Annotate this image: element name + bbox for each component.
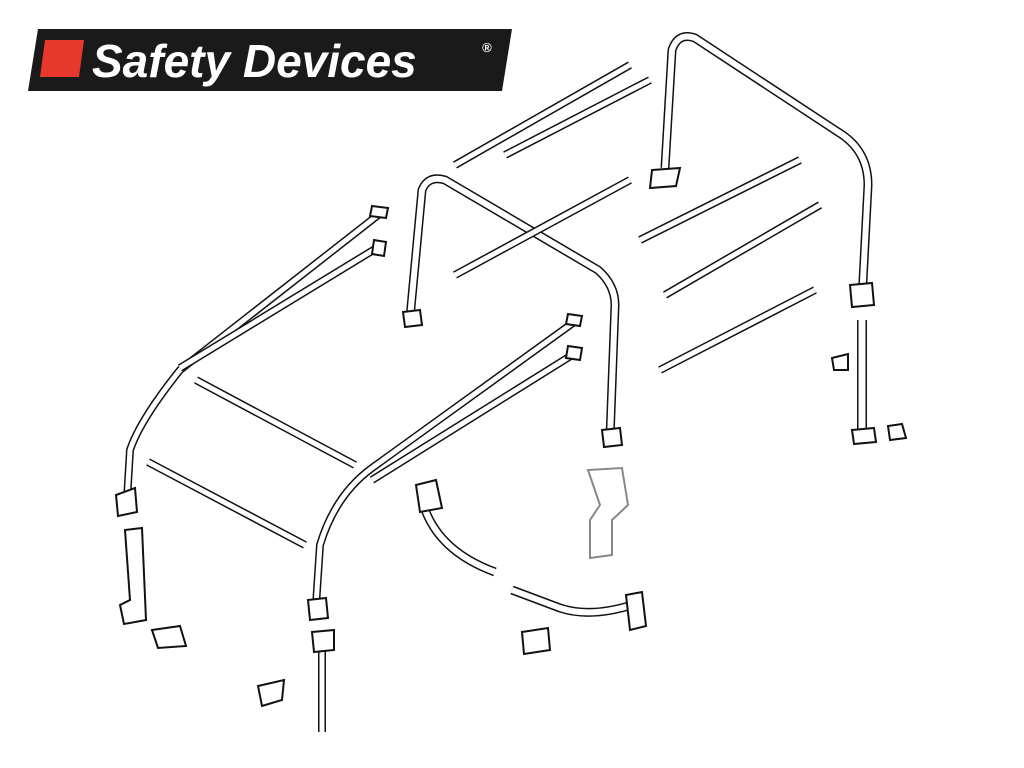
front-left-small-bracket [150,624,188,650]
front-right-foot-plate [306,596,330,622]
front-right-diag-tab [564,344,584,362]
main-hoop-right-foot [600,426,624,449]
seat-belt-mount-part [586,466,630,560]
front-left-floor-bracket [256,678,286,708]
door-bar-left-plate [414,478,444,514]
front-left-a-pillar-tube [123,208,385,501]
front-left-diag-tab [370,238,388,258]
small-clip [886,422,908,442]
front-right-leg-bracket [310,628,335,654]
rear-leg-bracket [850,426,878,446]
logo-banner [28,29,512,91]
rear-side-bar-3 [638,156,802,244]
rear-side-bar-5 [658,286,817,374]
rear-side-bar-4 [662,201,823,299]
logo-text: Safety Devices [92,35,417,87]
door-bar-right-plate [624,590,648,632]
rear-side-bar-2 [503,76,652,159]
front-right-diagonal-tube [369,348,580,484]
door-bar-bracket [520,626,552,656]
rear-side-bar-1 [453,61,632,169]
door-bar-right [510,585,634,617]
main-hoop-side-bar-left [453,176,632,279]
front-left-diagonal-tube [177,242,383,372]
front-right-a-pillar-tube [312,316,580,606]
main-hoop-left-foot [401,308,424,329]
door-bar-left [417,498,497,577]
small-bracket-a [830,352,849,371]
windscreen-header-bar [194,376,357,469]
front-left-top-tab [368,204,390,220]
front-right-top-tab [564,312,584,328]
main-hoop [405,174,620,439]
front-left-foot-plate [114,486,139,518]
safety-devices-logo: Safety Devices ® [28,29,512,91]
rear-hoop [660,32,873,301]
lower-dash-bar [146,458,307,549]
logo-red-square [40,40,84,77]
rear-hoop-right-foot [848,281,876,309]
rear-hoop-left-foot [648,166,682,190]
logo-registered-mark: ® [482,40,492,55]
front-left-leg-bracket [118,526,148,626]
